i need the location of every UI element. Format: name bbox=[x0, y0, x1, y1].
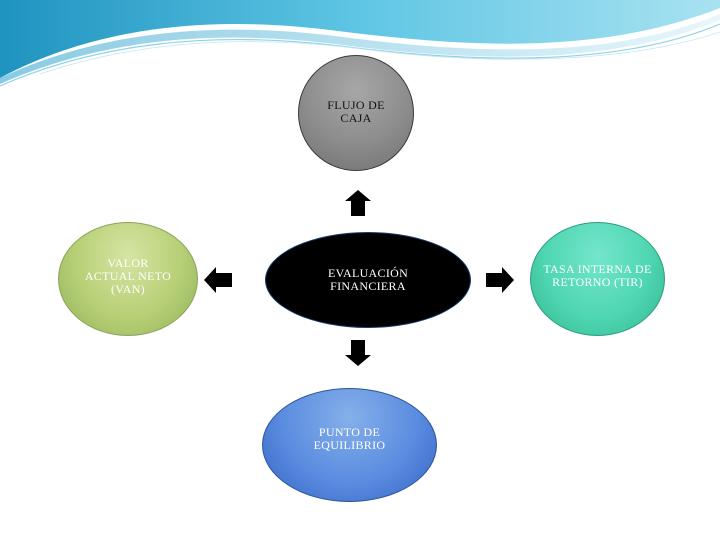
arrow-left-icon bbox=[204, 267, 232, 293]
node-tasa-interna-de-retorno: TASA INTERNA DE RETORNO (TIR) bbox=[530, 222, 665, 336]
node-valor-actual-neto: VALOR ACTUAL NETO (VAN) bbox=[58, 222, 198, 336]
arrow-right-icon bbox=[486, 267, 514, 293]
arrow-down-icon bbox=[345, 340, 371, 366]
node-flujo-de-caja: FLUJO DE CAJA bbox=[298, 55, 414, 171]
node-label-top: FLUJO DE CAJA bbox=[327, 98, 385, 125]
wave-banner bbox=[0, 0, 720, 87]
node-evaluacion-financiera: EVALUACIÓN FINANCIERA bbox=[265, 232, 471, 328]
node-label-bottom: PUNTO DE EQUILIBRIO bbox=[313, 425, 386, 452]
node-label-right: TASA INTERNA DE RETORNO (TIR) bbox=[543, 262, 652, 289]
node-label-center: EVALUACIÓN FINANCIERA bbox=[327, 266, 409, 293]
node-punto-de-equilibrio: PUNTO DE EQUILIBRIO bbox=[262, 388, 437, 502]
arrow-up-icon bbox=[345, 190, 371, 216]
node-label-left: VALOR ACTUAL NETO (VAN) bbox=[84, 255, 172, 296]
